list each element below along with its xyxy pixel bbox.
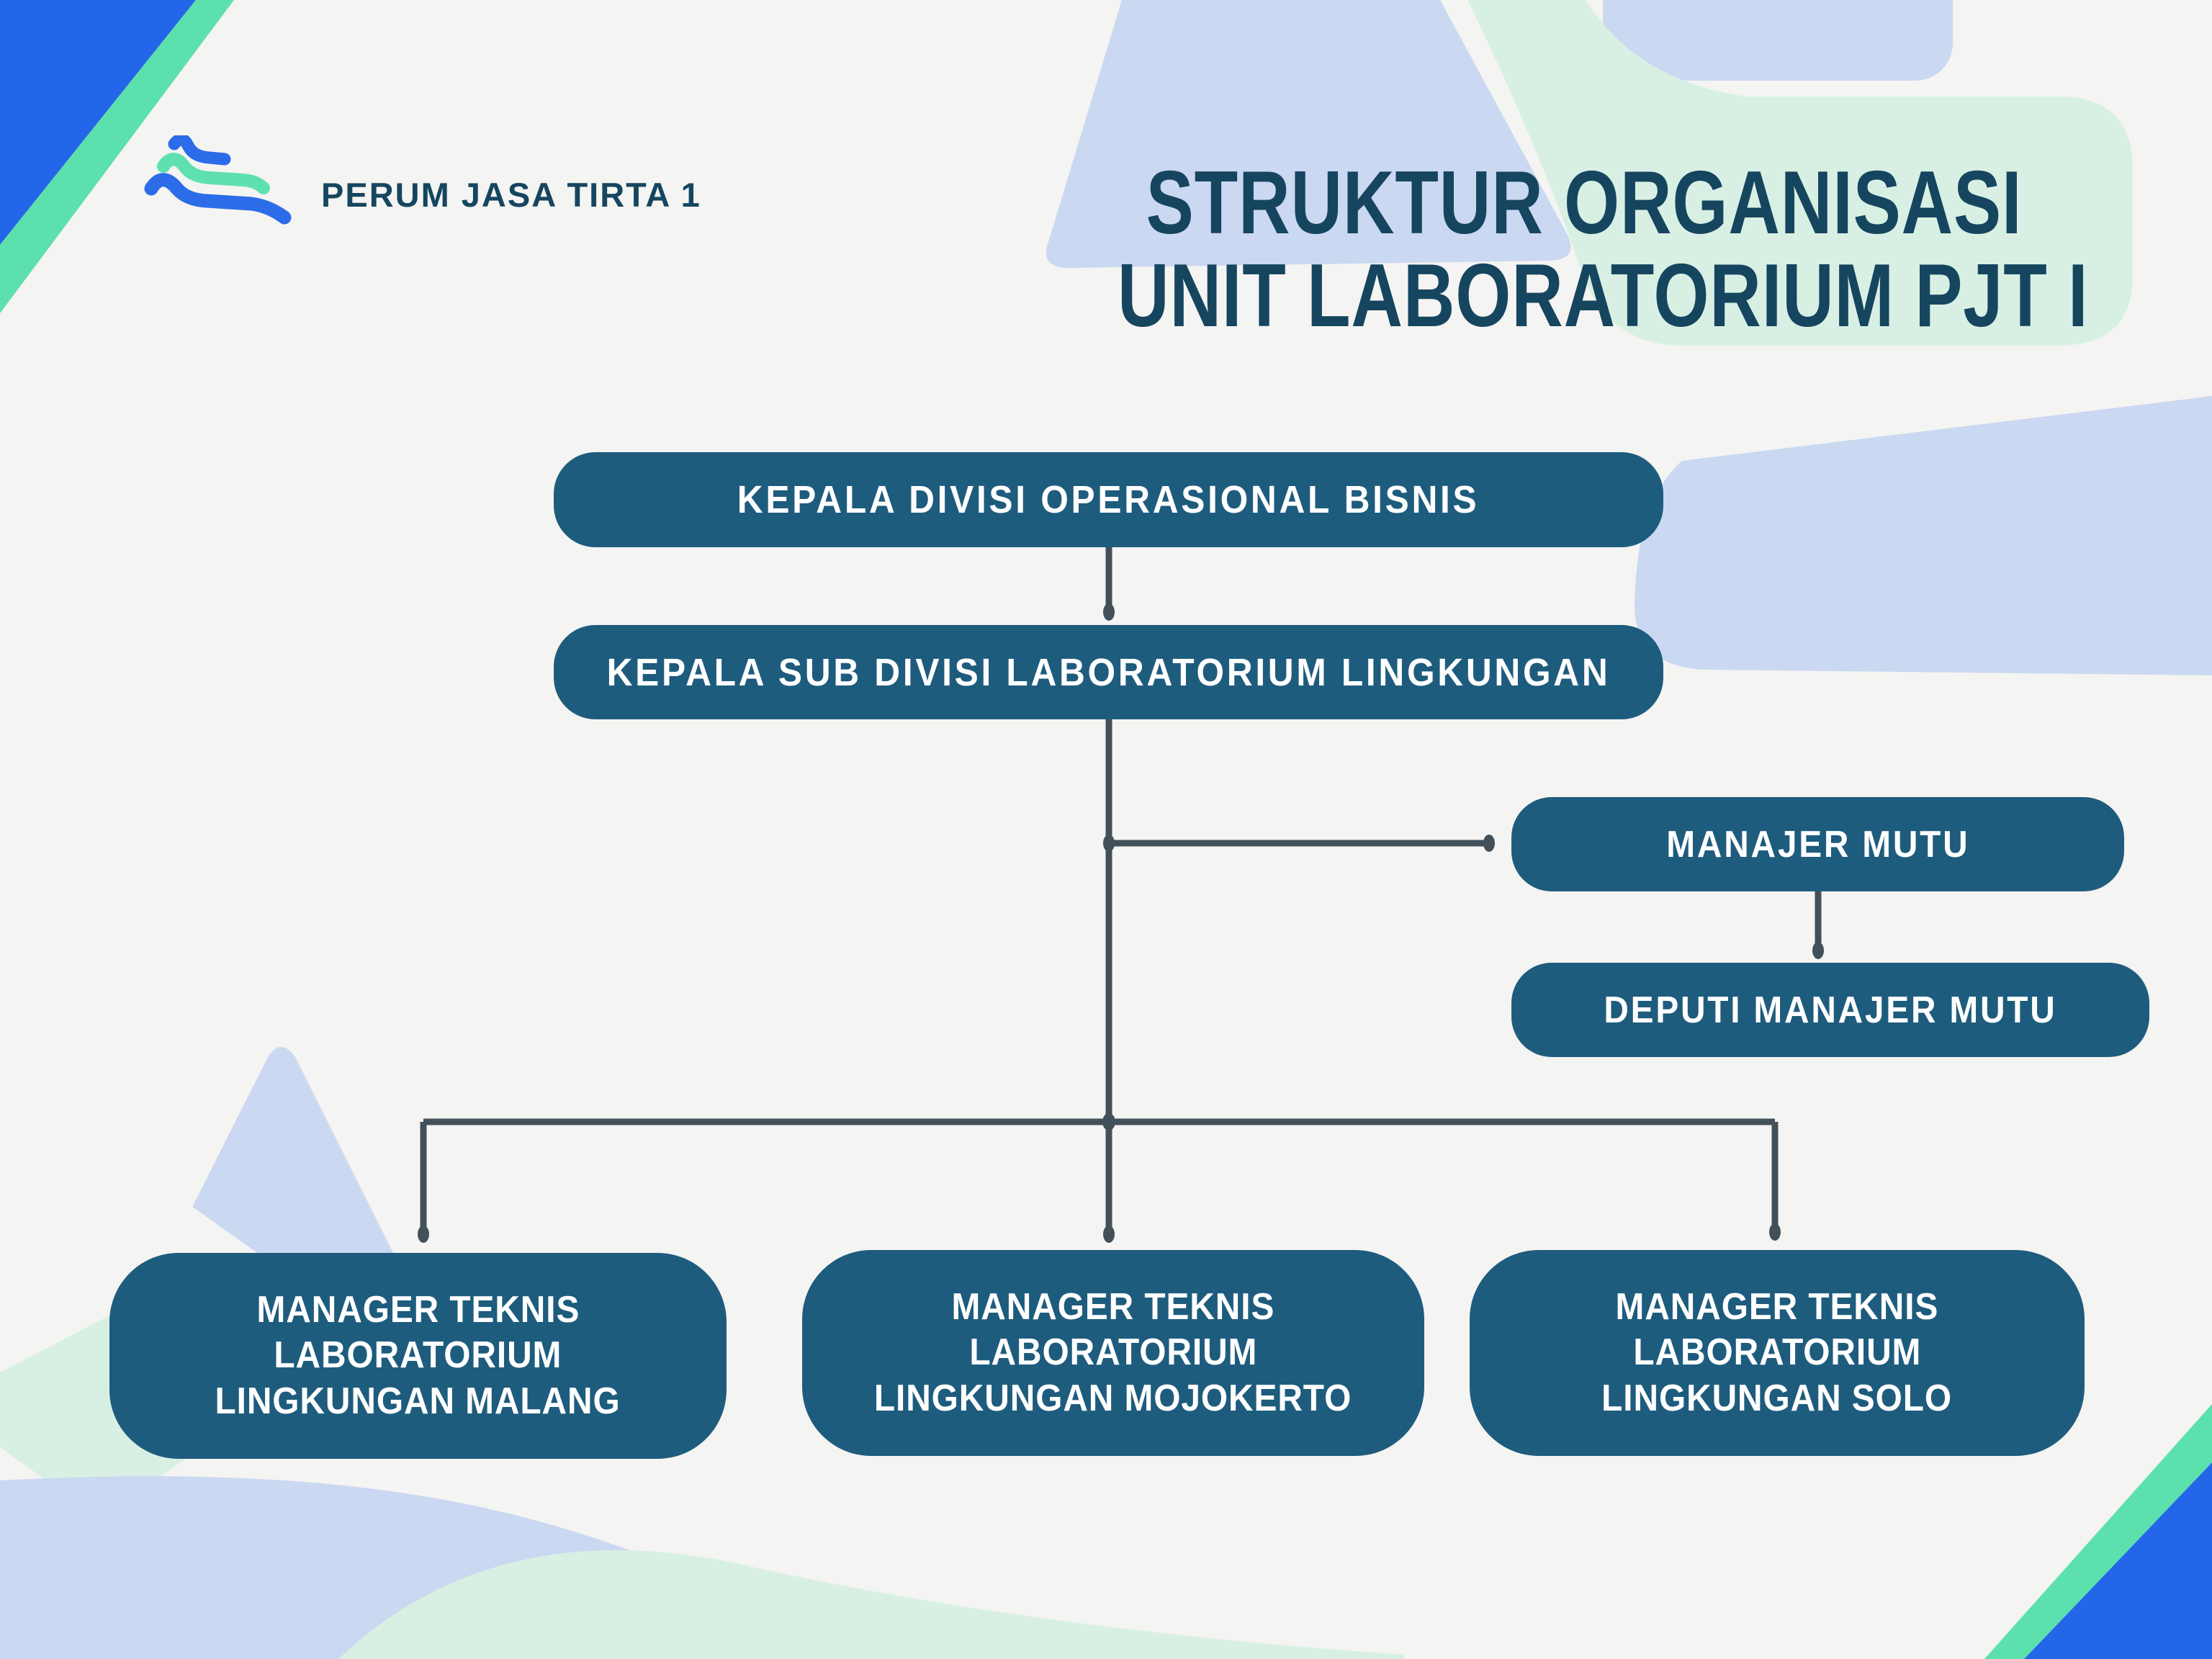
- org-node-manager-teknis-mojokerto: MANAGER TEKNIS LABORATORIUM LINGKUNGAN M…: [802, 1250, 1424, 1456]
- org-node-label-line: LABORATORIUM: [274, 1334, 562, 1377]
- deco-mint-block: [1467, 0, 2133, 346]
- corner-top-left-mint: [0, 0, 234, 313]
- edge-dot: [1769, 1223, 1781, 1241]
- deco-right-band: [1634, 396, 2212, 675]
- org-node-label-line: LINGKUNGAN MOJOKERTO: [874, 1377, 1352, 1419]
- org-node-kepala-sub-divisi-laboratorium-lingkungan: KEPALA SUB DIVISI LABORATORIUM LINGKUNGA…: [554, 625, 1663, 719]
- org-node-label-line: LABORATORIUM: [1633, 1331, 1921, 1374]
- org-node-label-line: LINGKUNGAN SOLO: [1601, 1377, 1953, 1419]
- org-node-label: DEPUTI MANAJER MUTU: [1604, 989, 2057, 1031]
- org-node-label-line: LABORATORIUM: [969, 1331, 1257, 1374]
- org-node-kepala-divisi-operasional-bisnis: KEPALA DIVISI OPERASIONAL BISNIS: [554, 452, 1663, 547]
- corner-bottom-right-mint: [1984, 1404, 2212, 1659]
- deco-top-band: [1046, 0, 1571, 269]
- edge-dot: [1102, 1113, 1115, 1130]
- org-node-label-line: MANAGER TEKNIS: [256, 1288, 580, 1331]
- org-node-label: MANAJER MUTU: [1665, 823, 1970, 866]
- page-title: STRUKTUR ORGANISASI UNIT LABORATORIUM PJ…: [1118, 153, 2089, 346]
- deco-bottom-swoosh: [338, 1550, 1404, 1659]
- edge-dot: [1103, 835, 1115, 852]
- org-node-label-line: LINGKUNGAN MALANG: [215, 1380, 621, 1422]
- org-node-manajer-mutu: MANAJER MUTU: [1511, 797, 2124, 891]
- edge-dot: [1812, 942, 1824, 959]
- org-node-deputi-manajer-mutu: DEPUTI MANAJER MUTU: [1511, 963, 2149, 1057]
- org-node-label-line: MANAGER TEKNIS: [1615, 1285, 1939, 1328]
- org-node-label: KEPALA SUB DIVISI LABORATORIUM LINGKUNGA…: [606, 650, 1611, 694]
- brand-name: PERUM JASA TIRTA 1: [321, 175, 701, 214]
- deco-top-pill: [1603, 0, 1953, 81]
- page-title-line1: STRUKTUR ORGANISASI: [1146, 153, 2023, 253]
- org-node-label-line: MANAGER TEKNIS: [951, 1285, 1275, 1328]
- edge-dot: [1103, 603, 1115, 621]
- org-node-label: KEPALA DIVISI OPERASIONAL BISNIS: [737, 478, 1480, 521]
- edge-dot: [1103, 1226, 1115, 1243]
- org-node-manager-teknis-solo: MANAGER TEKNIS LABORATORIUM LINGKUNGAN S…: [1470, 1250, 2085, 1456]
- page-title-line2: UNIT LABORATORIUM PJT I: [1118, 246, 2089, 346]
- org-node-manager-teknis-malang: MANAGER TEKNIS LABORATORIUM LINGKUNGAN M…: [109, 1253, 727, 1459]
- pjt-logo-icon: [144, 135, 292, 225]
- edge-dot: [418, 1226, 429, 1243]
- edge-dot: [1483, 835, 1495, 852]
